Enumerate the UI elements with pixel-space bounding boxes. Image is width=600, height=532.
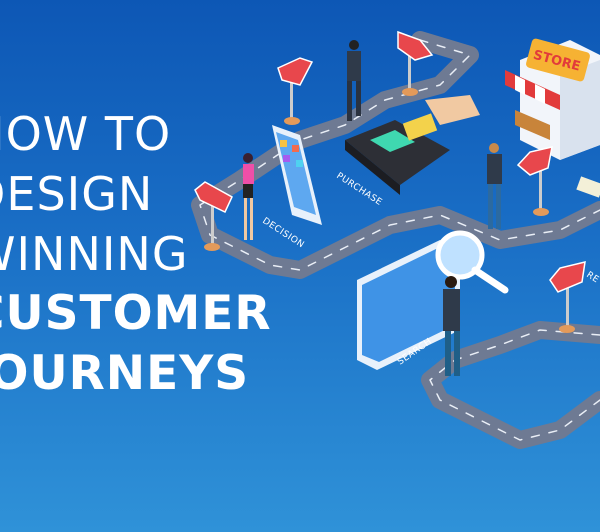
signpost-right — [516, 146, 553, 216]
signpost-bottom-right — [549, 261, 586, 333]
review-card-icon — [576, 176, 600, 198]
stage-label-purchase: PURCHASE — [334, 171, 383, 208]
headline-line-1: HOW TO — [0, 107, 172, 161]
magnifier-icon — [435, 230, 485, 280]
person-man-walking — [487, 143, 502, 229]
customer-figures — [243, 40, 502, 376]
headline-line-2: DESIGN — [0, 167, 154, 221]
person-man-searching — [443, 276, 460, 376]
signpost-icons — [194, 30, 586, 333]
headline-line-3: WINNING — [0, 227, 189, 281]
headline-line-5: JOURNEYS — [0, 346, 250, 401]
search-monitor-icon — [357, 230, 509, 370]
store-building: STORE — [505, 38, 600, 160]
person-woman — [243, 153, 254, 240]
signpost-top-right — [397, 30, 434, 96]
person-man-walking-top — [347, 40, 361, 121]
signpost-top — [277, 57, 314, 125]
signpost-left — [194, 181, 233, 251]
smartphone-icon — [272, 125, 322, 225]
stage-label-review: RE — [584, 270, 600, 285]
card-terminal-icon — [345, 95, 480, 195]
headline: HOW TO DESIGN WINNING CUSTOMER JOURNEYS — [0, 104, 272, 404]
headline-line-4: CUSTOMER — [0, 286, 272, 341]
